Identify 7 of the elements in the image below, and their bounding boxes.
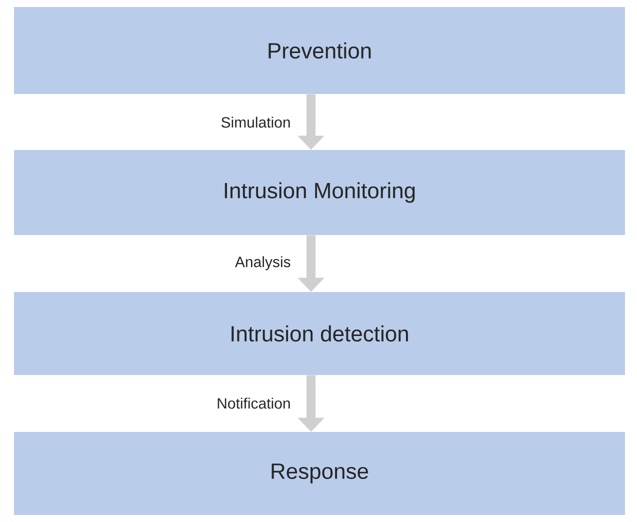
edge-label: Notification bbox=[218, 398, 290, 409]
process-box: Intrusion Monitoring bbox=[14, 150, 625, 235]
process-box: Response bbox=[14, 432, 625, 515]
process-box: Intrusion detection bbox=[14, 292, 625, 375]
edge-label: Analysis bbox=[234, 256, 290, 270]
edge-label: Simulation bbox=[221, 116, 290, 128]
process-box: Prevention bbox=[14, 7, 625, 94]
